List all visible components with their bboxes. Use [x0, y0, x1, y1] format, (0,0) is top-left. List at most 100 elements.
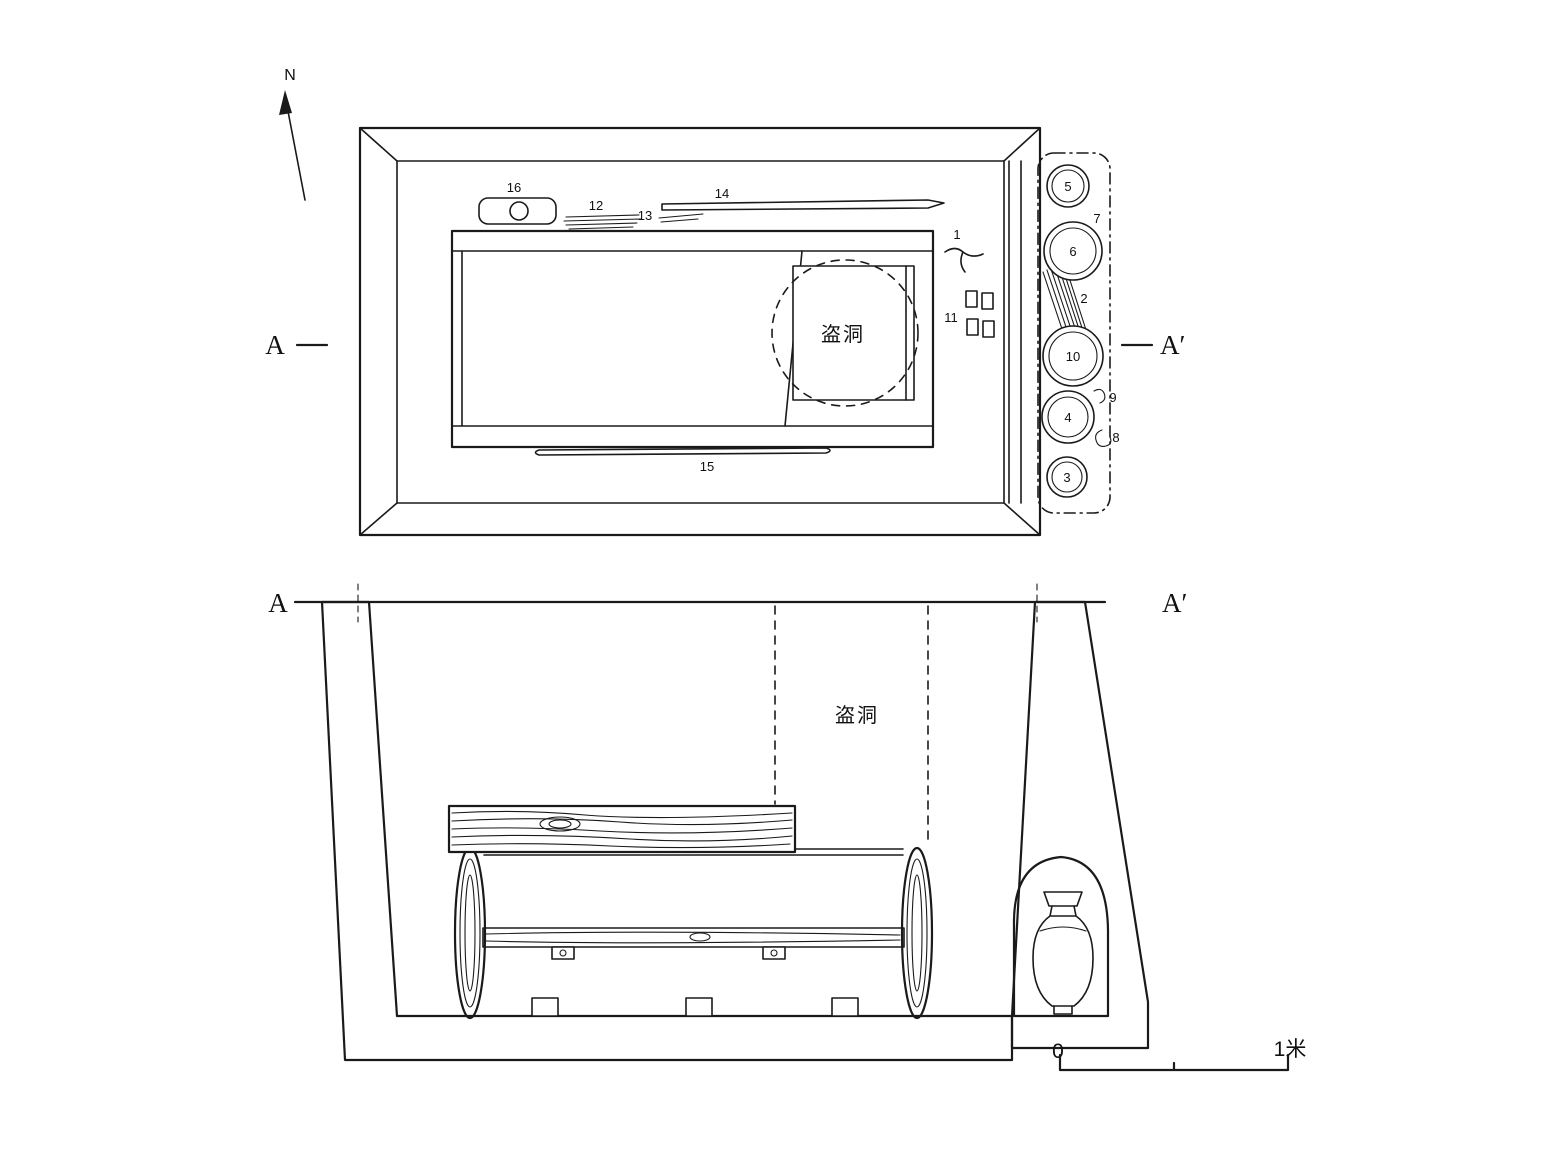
coffin-foot: [685, 997, 713, 1017]
vessel-shoulder-line: [1039, 926, 1087, 932]
artifact-15-label: 15: [700, 459, 714, 474]
artifact-11-plaque: [982, 320, 995, 338]
artifact-2-bundle: [1042, 267, 1088, 334]
vessel-rim: [1043, 891, 1083, 907]
plan-marker-a: A: [265, 330, 285, 360]
artifact-1: 1: [944, 227, 984, 273]
coffin-end-disc-east: [900, 846, 934, 1020]
niche-label-9: 9: [1109, 390, 1116, 405]
plan-marker-a-prime: A′: [1160, 330, 1185, 360]
end-disc-ring: [459, 858, 481, 1008]
coffin-foot: [831, 997, 859, 1017]
section-marker-a: A: [268, 588, 288, 618]
artifact-11-label: 11: [944, 310, 958, 325]
vessel-body: [1032, 915, 1094, 1007]
lid-plank-knot: [539, 816, 581, 832]
plan-section-markers: A A′: [265, 330, 1185, 360]
artifact-14: 14: [661, 186, 945, 211]
north-label: N: [284, 67, 296, 84]
coffin-lid-plank: [447, 804, 797, 854]
vessel-neck: [1049, 905, 1077, 917]
end-disc-outline: [900, 846, 934, 1020]
support-block: [762, 946, 786, 960]
artifact-13: 13: [638, 208, 704, 223]
floor-plank-grain: [485, 931, 901, 944]
artifact-16-label: 16: [507, 180, 521, 195]
artifact-13-sticks: [658, 213, 704, 223]
lid-plank-knot: [548, 819, 572, 829]
artifact-13-label: 13: [638, 208, 652, 223]
artifact-12-label: 12: [589, 198, 603, 213]
niche-vessel: [1032, 891, 1094, 1015]
coffin-end-disc-west: [453, 846, 487, 1020]
coffin-floor-plank: [482, 927, 905, 948]
end-disc-ring: [906, 858, 928, 1008]
artifact-14-label: 14: [715, 186, 729, 201]
coffin-lid-lines: [451, 250, 934, 427]
north-arrow-head: [279, 90, 292, 115]
vessel-circle-3-rim: [1051, 461, 1083, 493]
pit-ledge-lines: [1008, 160, 1022, 504]
artifact-1-object: [944, 247, 984, 273]
artifact-12: 12: [563, 198, 642, 230]
artifact-9-object: [1093, 388, 1106, 404]
scale-zero-label: 0: [1052, 1040, 1064, 1063]
niche-label-5: 5: [1064, 179, 1071, 194]
robber-hole-label-section: 盗洞: [835, 704, 879, 727]
vessel-circle-6-rim: [1049, 227, 1097, 275]
vessel-circle-5-rim: [1051, 169, 1085, 203]
scale-unit-label: 1米: [1274, 1038, 1307, 1061]
artifact-8-object: [1095, 429, 1112, 447]
artifact-15-rod: [534, 447, 831, 456]
support-block-peg: [770, 949, 778, 957]
side-niche: 5 7 6 2 10 9 4 8 3: [1037, 152, 1120, 514]
plan-alignment-dashes: [357, 583, 1038, 623]
north-arrow: N: [279, 67, 306, 201]
artifact-11-plaque: [965, 290, 978, 308]
floor-plank-knot: [689, 932, 711, 942]
floor-plank-outline: [482, 927, 905, 948]
artifact-16-knob: [509, 201, 529, 221]
niche-label-6: 6: [1069, 244, 1076, 259]
artifact-16: 16: [478, 180, 557, 225]
robbed-opening: [792, 265, 915, 401]
niche-label-3: 3: [1063, 470, 1070, 485]
side-niche-outline: [1037, 152, 1111, 514]
scale-bar-line: [1058, 1053, 1290, 1072]
robber-hole-label-plan: 盗洞: [821, 323, 865, 346]
vessel-circle-5: [1046, 164, 1090, 208]
lid-plank-grain: [451, 810, 793, 849]
floor-support-blocks: [551, 946, 786, 960]
niche-label-10: 10: [1066, 349, 1080, 364]
lid-plank-outline: [447, 804, 797, 854]
vessel-circle-10: [1042, 325, 1104, 387]
vessel-circle-10-rim: [1048, 331, 1098, 381]
coffin-foot: [531, 997, 559, 1017]
artifact-12-slats: [563, 214, 642, 230]
vessel-circle-3: [1046, 456, 1088, 498]
artifact-14-rod: [661, 199, 945, 211]
vessel-circle-4-rim: [1047, 396, 1089, 438]
plan-coffin: [450, 229, 935, 449]
support-block-peg: [559, 949, 567, 957]
section-coffin: [447, 804, 934, 1020]
support-block: [551, 946, 575, 960]
artifact-11-plaque: [981, 292, 994, 310]
plan-view: N 盗洞 16 12 13: [265, 67, 1185, 537]
vessel-circle-4: [1041, 390, 1095, 444]
scale-bar: 0 1米: [1052, 1038, 1307, 1072]
end-disc-ring: [464, 874, 476, 992]
artifact-1-label: 1: [953, 227, 960, 242]
niche-dome: [1012, 855, 1110, 1018]
robber-hole-circle: [771, 259, 919, 407]
pit-corner-lines: [359, 127, 1041, 536]
vessel-circle-6: [1043, 221, 1103, 281]
end-disc-ring: [911, 874, 923, 992]
niche-label-4: 4: [1064, 410, 1071, 425]
artifact-11-plaque: [966, 318, 979, 336]
pit-wall-right: [1010, 600, 1150, 1050]
niche-label-2: 2: [1080, 291, 1087, 306]
section-view: A A′ 盗洞: [268, 583, 1307, 1072]
section-marker-a-prime: A′: [1162, 588, 1187, 618]
